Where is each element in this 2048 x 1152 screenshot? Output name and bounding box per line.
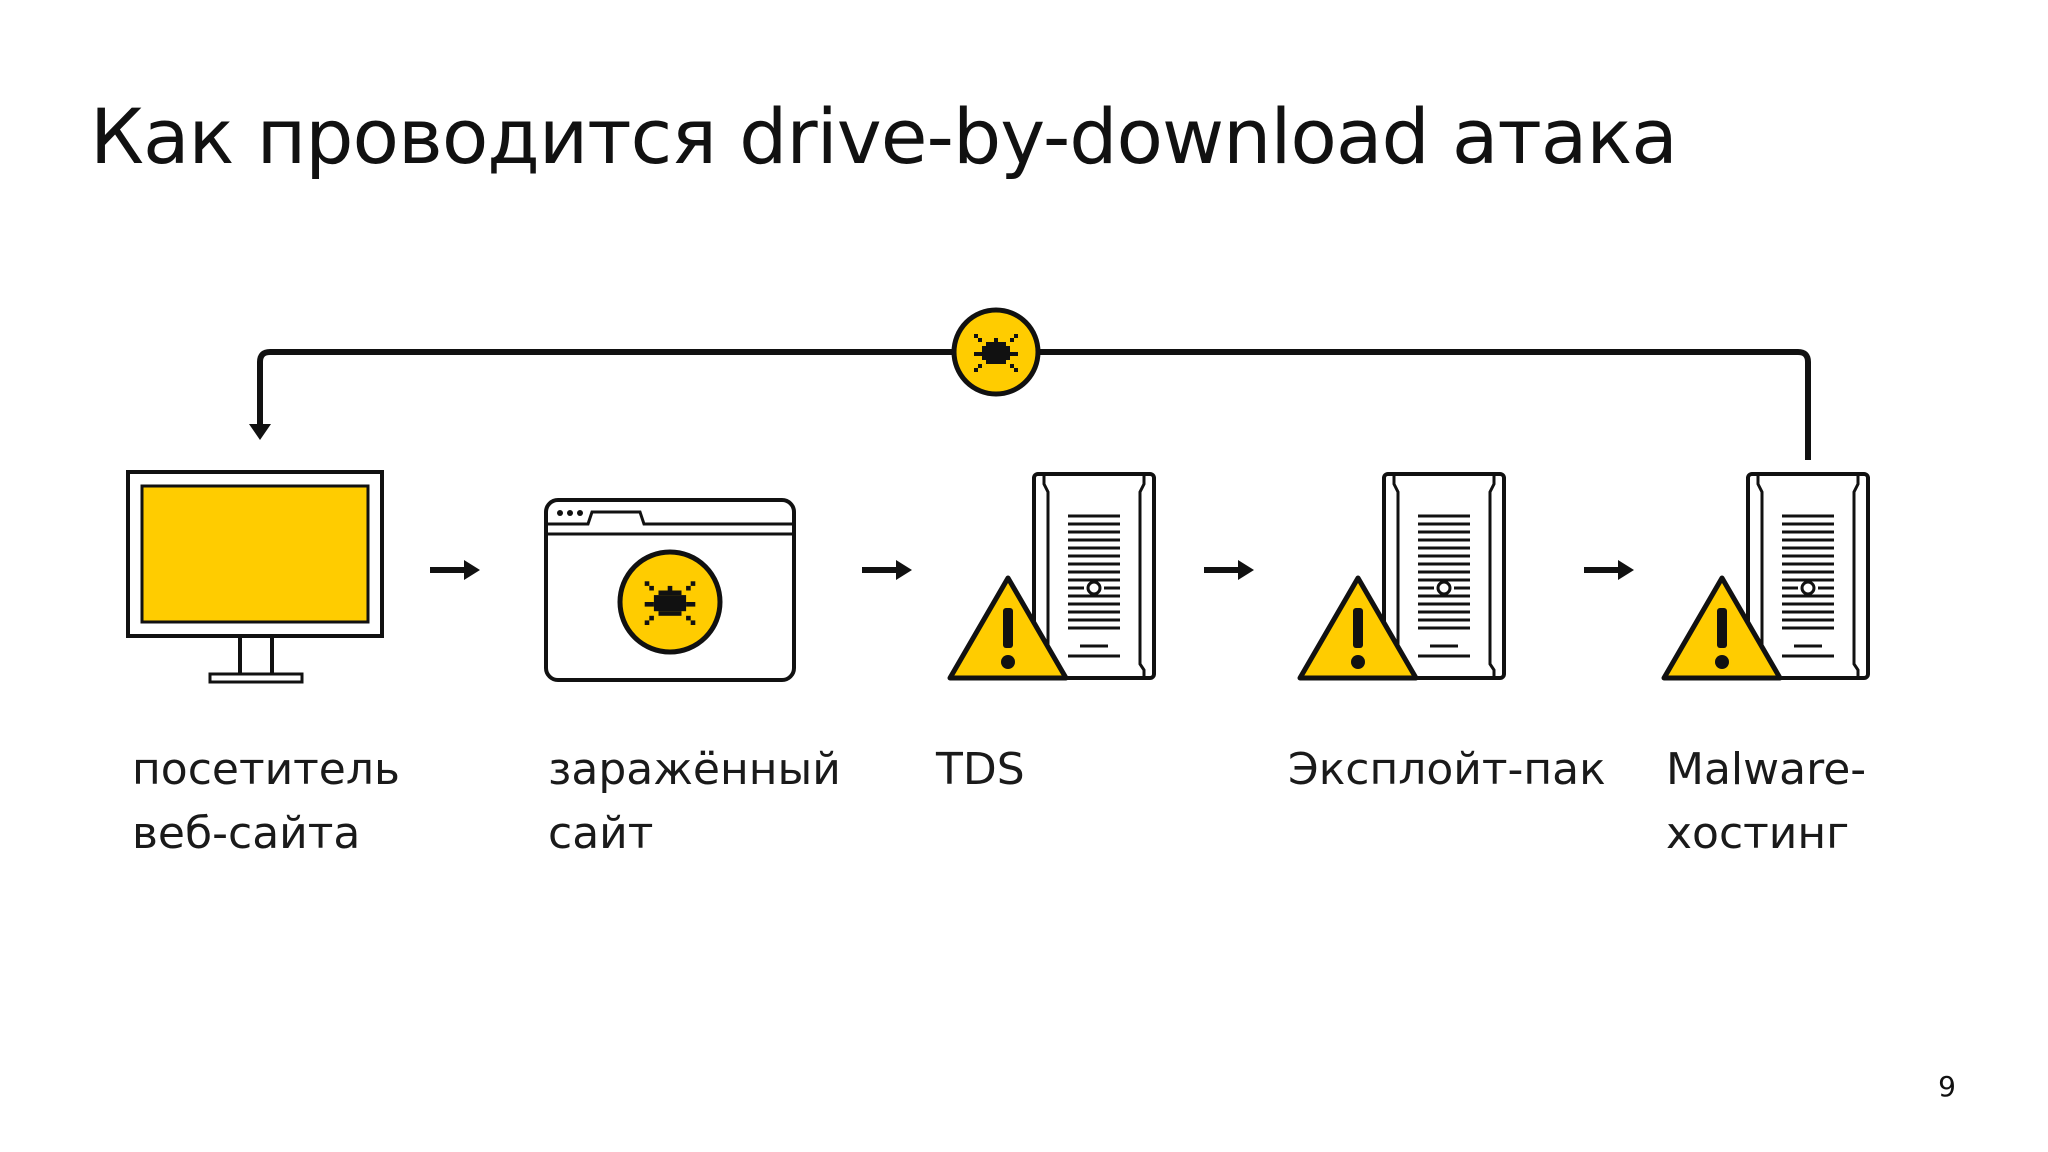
loop-bug-badge [951, 307, 1041, 397]
label-line: TDS [936, 744, 1025, 795]
warning-server-icon [1664, 472, 1870, 680]
warning-server-icon [950, 472, 1156, 680]
node-label-visitor: посетитель веб-сайта [132, 738, 400, 866]
warning-server-icon [1300, 472, 1506, 680]
node-tds [950, 472, 1156, 680]
label-line: посетитель [132, 744, 400, 795]
monitor-icon [126, 470, 384, 684]
node-visitor [126, 470, 384, 684]
arrow-infected-site-to-tds [862, 560, 912, 580]
node-infected-site [544, 498, 796, 682]
server-icon [1382, 472, 1506, 680]
slide-title: Как проводится drive-by-download атака [90, 92, 1678, 181]
node-label-malware-hosting: Malware- хостинг [1666, 738, 1866, 866]
server-icon [1746, 472, 1870, 680]
label-line: веб-сайта [132, 808, 361, 859]
label-line: Эксплойт-пак [1288, 744, 1606, 795]
label-line: хостинг [1666, 808, 1850, 859]
node-malware-hosting [1664, 472, 1870, 680]
label-line: заражённый [548, 744, 841, 795]
infected-browser-icon [544, 498, 796, 682]
label-line: сайт [548, 808, 654, 859]
node-label-infected-site: заражённый сайт [548, 738, 841, 866]
node-label-tds: TDS [936, 738, 1025, 802]
arrowhead-down [249, 424, 271, 440]
page-number: 9 [1938, 1070, 1956, 1103]
label-line: Malware- [1666, 744, 1867, 795]
arrow-exploit-pack-to-malware-hosting [1584, 560, 1634, 580]
arrow-visitor-to-infected-site [430, 560, 480, 580]
node-label-exploit-pack: Эксплойт-пак [1288, 738, 1606, 802]
node-exploit-pack [1300, 472, 1506, 680]
arrow-tds-to-exploit-pack [1204, 560, 1254, 580]
server-icon [1032, 472, 1156, 680]
